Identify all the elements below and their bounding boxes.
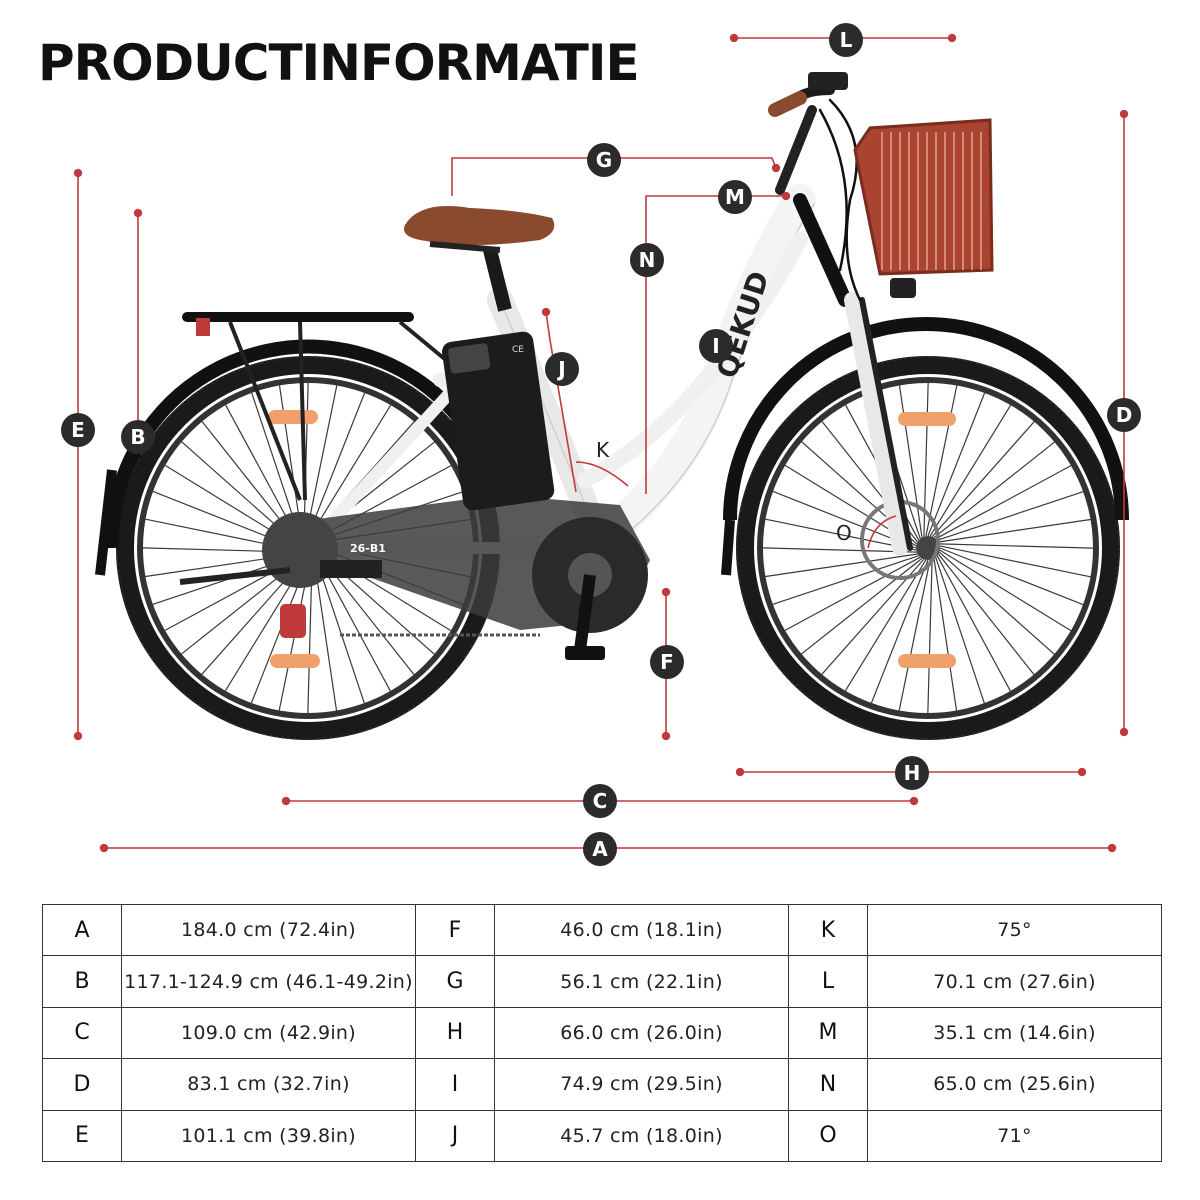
angle-label-K: K [596,438,610,462]
spec-value: 83.1 cm (32.7in) [121,1058,416,1111]
dimension-marker-G: G [587,143,621,177]
dimension-marker-F: F [650,645,684,679]
dimension-marker-C: C [583,784,617,818]
spec-key: H [415,1006,495,1060]
spec-key: I [415,1058,495,1111]
spec-key: O [788,1109,868,1163]
dimension-marker-H: H [895,756,929,790]
reflector [270,654,320,668]
brand-decal: QEKUD [710,267,775,382]
spec-value: 101.1 cm (39.8in) [121,1109,416,1163]
spec-value: 45.7 cm (18.0in) [494,1109,789,1163]
page-title: PRODUCTINFORMATIE [38,34,640,92]
spec-value: 66.0 cm (26.0in) [494,1006,789,1060]
spec-key: K [788,903,868,957]
front-wheel [736,356,1120,740]
battery-ce-mark: CE [512,345,524,355]
spec-value: 109.0 cm (42.9in) [121,1006,416,1060]
spec-key: N [788,1058,868,1111]
handlebar [768,72,862,302]
marker-label-F: F [660,650,674,674]
marker-label-B: B [130,425,145,449]
spec-value: 75° [867,903,1162,957]
spec-key: G [415,955,495,1008]
basket [853,118,994,298]
dimension-marker-I: I [699,329,733,363]
marker-label-J: J [556,357,565,381]
marker-label-D: D [1116,403,1133,427]
marker-label-H: H [904,761,921,785]
marker-label-L: L [840,28,853,52]
spec-value: 46.0 cm (18.1in) [494,903,789,957]
angle-arc-K [575,461,629,487]
spec-key: D [42,1058,122,1111]
angle-label-O: O [836,521,852,545]
dimension-marker-B: B [121,420,155,454]
dimension-marker-M: M [718,180,752,214]
spec-key: C [42,1006,122,1060]
marker-label-C: C [593,789,608,813]
marker-label-A: A [592,837,608,861]
dimension-marker-E: E [61,413,95,447]
frame-model-label: 26-B1 [350,542,386,555]
saddle [404,206,555,312]
spec-key: E [42,1109,122,1163]
marker-label-E: E [71,418,85,442]
pedal [565,646,605,660]
display [808,72,848,90]
front-fender [723,317,1129,521]
spec-value: 65.0 cm (25.6in) [867,1058,1162,1111]
dimension-marker-J: J [545,352,579,386]
dimension-marker-N: N [630,243,664,277]
marker-label-G: G [596,148,612,172]
spec-key: M [788,1006,868,1060]
spec-key: L [788,955,868,1008]
spec-key: F [415,903,495,957]
spec-value: 117.1-124.9 cm (46.1-49.2in) [121,955,416,1008]
dimension-marker-A: A [583,832,617,866]
rear-rack [182,312,472,501]
spec-value: 71° [867,1109,1162,1163]
spec-key: A [42,903,122,957]
spec-value: 70.1 cm (27.6in) [867,955,1162,1008]
dimension-line-J [541,307,577,493]
spec-value: 74.9 cm (29.5in) [494,1058,789,1111]
bike-dimension-diagram: QEKUD 26-B1 CE [61,23,1141,866]
spec-value: 56.1 cm (22.1in) [494,955,789,1008]
spec-value: 184.0 cm (72.4in) [121,903,416,957]
reflector [898,654,956,668]
derailleur [280,604,306,638]
marker-label-N: N [639,248,656,272]
reflector [898,412,956,426]
reflector [268,410,318,424]
spec-key: B [42,955,122,1008]
dimension-marker-D: D [1107,398,1141,432]
marker-label-M: M [725,185,745,209]
kickstand [179,567,291,585]
drivetrain: 26-B1 [179,495,650,660]
headlight [890,278,916,298]
dimension-marker-L: L [829,23,863,57]
angle-arc-O [867,515,897,549]
marker-label-I: I [712,334,719,358]
battery: CE [442,331,555,511]
spec-value: 35.1 cm (14.6in) [867,1006,1162,1060]
spec-key: J [415,1109,495,1163]
